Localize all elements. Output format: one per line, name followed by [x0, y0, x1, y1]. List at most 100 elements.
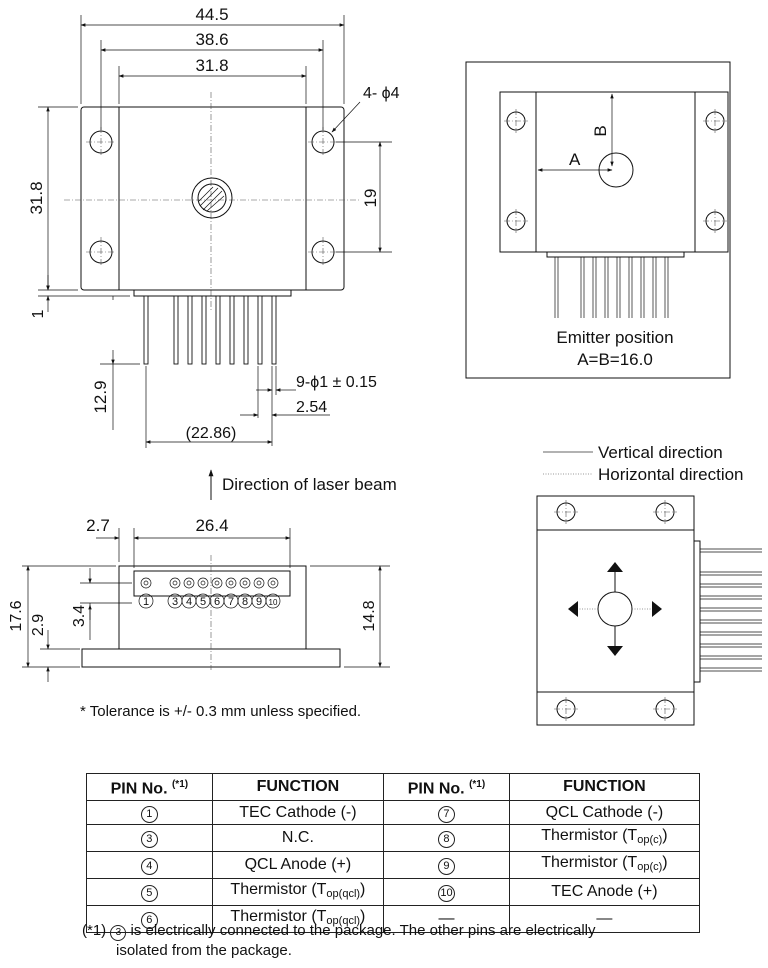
side-pin-label: 7: [228, 596, 234, 608]
direction-legend: Vertical direction Horizontal direction: [543, 443, 744, 484]
side-pin-hole: [239, 577, 251, 589]
side-pin-core: [186, 580, 192, 586]
dim-pin-spec: 9-ϕ1 ± 0.15: [296, 374, 377, 391]
pin-number-cell: 10: [383, 878, 510, 907]
emitter-panel: A B Emitter position A=B=16.0: [465, 61, 731, 379]
dim-pin-pitch: 2.54: [296, 399, 327, 416]
footnote-line1: is electrically connected to the package…: [130, 922, 596, 939]
mounting-hole-icon: [86, 127, 338, 267]
legend-horizontal-label: Horizontal direction: [598, 465, 744, 484]
emitter-b-label: B: [591, 125, 610, 136]
pins-icon: [700, 548, 762, 672]
dim-width-total: 44.5: [195, 5, 228, 24]
function-cell: Thermistor (Top(qcl)): [211, 905, 385, 934]
emitter-value: A=B=16.0: [577, 350, 653, 369]
side-pin-label: 3: [172, 596, 178, 608]
header-pin-no: PIN No. (*1): [86, 772, 213, 802]
dim-side-offset: 2.7: [86, 516, 110, 535]
arrow-down-icon: [607, 646, 623, 656]
side-pin-label-ring: [265, 593, 281, 609]
pin-number-cell: 6: [86, 905, 213, 934]
pin-number-cell: 9: [383, 851, 510, 880]
pin-number-cell: 4: [86, 851, 213, 880]
pin-function-table: PIN No. (*1) FUNCTION PIN No. (*1) FUNCT…: [86, 772, 701, 934]
side-pin-hole: [267, 577, 279, 589]
side-pin-core: [256, 580, 262, 586]
header-pin-no: PIN No. (*1): [383, 772, 510, 802]
footnote-line2: isolated from the package.: [116, 942, 292, 959]
pins-icon: [554, 257, 669, 318]
arrow-left-icon: [568, 601, 578, 617]
pin-number-cell: —: [383, 905, 510, 934]
function-cell: Thermistor (Top(c)): [508, 851, 701, 880]
arrow-up-icon: [607, 562, 623, 572]
window-icon: [191, 177, 233, 219]
mounting-hole-icon: [554, 500, 677, 721]
package-3d-view: [536, 495, 762, 726]
pin-number-cell: 5: [86, 878, 213, 907]
laser-direction: Direction of laser beam: [208, 469, 397, 500]
laser-direction-label: Direction of laser beam: [222, 475, 397, 494]
side-pin-core: [228, 580, 234, 586]
function-cell: QCL Anode (+): [211, 851, 385, 880]
dim-hole-spacing: 19: [361, 189, 380, 208]
side-pin-label: 4: [186, 596, 192, 608]
side-pin-label: 1: [143, 596, 149, 608]
dim-pin-length: 12.9: [91, 380, 110, 413]
side-pin-core: [242, 580, 248, 586]
legend-vertical-label: Vertical direction: [598, 443, 723, 462]
function-cell: TEC Anode (+): [508, 878, 701, 907]
function-cell: N.C.: [211, 824, 385, 853]
footnote-marker: (*1): [82, 922, 107, 939]
side-pin-core: [143, 580, 149, 586]
side-pin-hole: [197, 577, 209, 589]
tolerance-note: * Tolerance is +/- 0.3 mm unless specifi…: [80, 703, 361, 720]
pin-number-cell: 1: [86, 800, 213, 826]
pin-number-cell: 8: [383, 824, 510, 853]
side-pin-core: [270, 580, 276, 586]
function-cell: TEC Cathode (-): [211, 800, 385, 826]
side-pin-circles: [140, 577, 279, 589]
drawing-canvas: 44.5 38.6 31.8 4- ϕ4 31.8 19 1 12.9: [8, 5, 762, 726]
side-pin-label: 9: [256, 596, 262, 608]
emitter-title: Emitter position: [556, 328, 673, 347]
dim-width-body: 31.8: [195, 56, 228, 75]
dim-width-holes: 38.6: [195, 30, 228, 49]
footnote-pin: 3: [110, 925, 127, 941]
dim-side-total-h: 17.6: [8, 600, 25, 631]
mounting-hole-icon: [504, 109, 727, 233]
arrow-right-icon: [652, 601, 662, 617]
header-function: FUNCTION: [211, 772, 385, 802]
side-pin-hole: [169, 577, 181, 589]
side-pin-label: 5: [200, 596, 206, 608]
header-function: FUNCTION: [508, 772, 701, 802]
side-pin-hole: [140, 577, 152, 589]
function-cell: Thermistor (Top(c)): [508, 824, 701, 853]
top-view: 44.5 38.6 31.8 4- ϕ4 31.8 19 1 12.9: [27, 5, 400, 448]
function-cell: —: [508, 905, 701, 934]
side-pin-label: 10: [269, 598, 278, 607]
table-header-row: PIN No. (*1) FUNCTION PIN No. (*1) FUNCT…: [86, 772, 701, 802]
side-pin-hole: [225, 577, 237, 589]
function-cell: Thermistor (Top(qcl)): [211, 878, 385, 907]
side-pin-label: 8: [242, 596, 248, 608]
side-pin-hole: [211, 577, 223, 589]
side-pin-core: [200, 580, 206, 586]
side-pin-core: [172, 580, 178, 586]
side-pin-label: 6: [214, 596, 220, 608]
side-pin-label-ring: [138, 593, 154, 609]
dim-pin-span: (22.86): [186, 425, 237, 442]
emitter-a-label: A: [569, 150, 581, 169]
side-pin-hole: [183, 577, 195, 589]
dim-side-body-h: 14.8: [361, 600, 378, 631]
pin-number-cell: 3: [86, 824, 213, 853]
pins-icon: [143, 295, 277, 365]
dim-gap: 1: [30, 309, 47, 318]
dim-holes: 4- ϕ4: [363, 85, 400, 102]
